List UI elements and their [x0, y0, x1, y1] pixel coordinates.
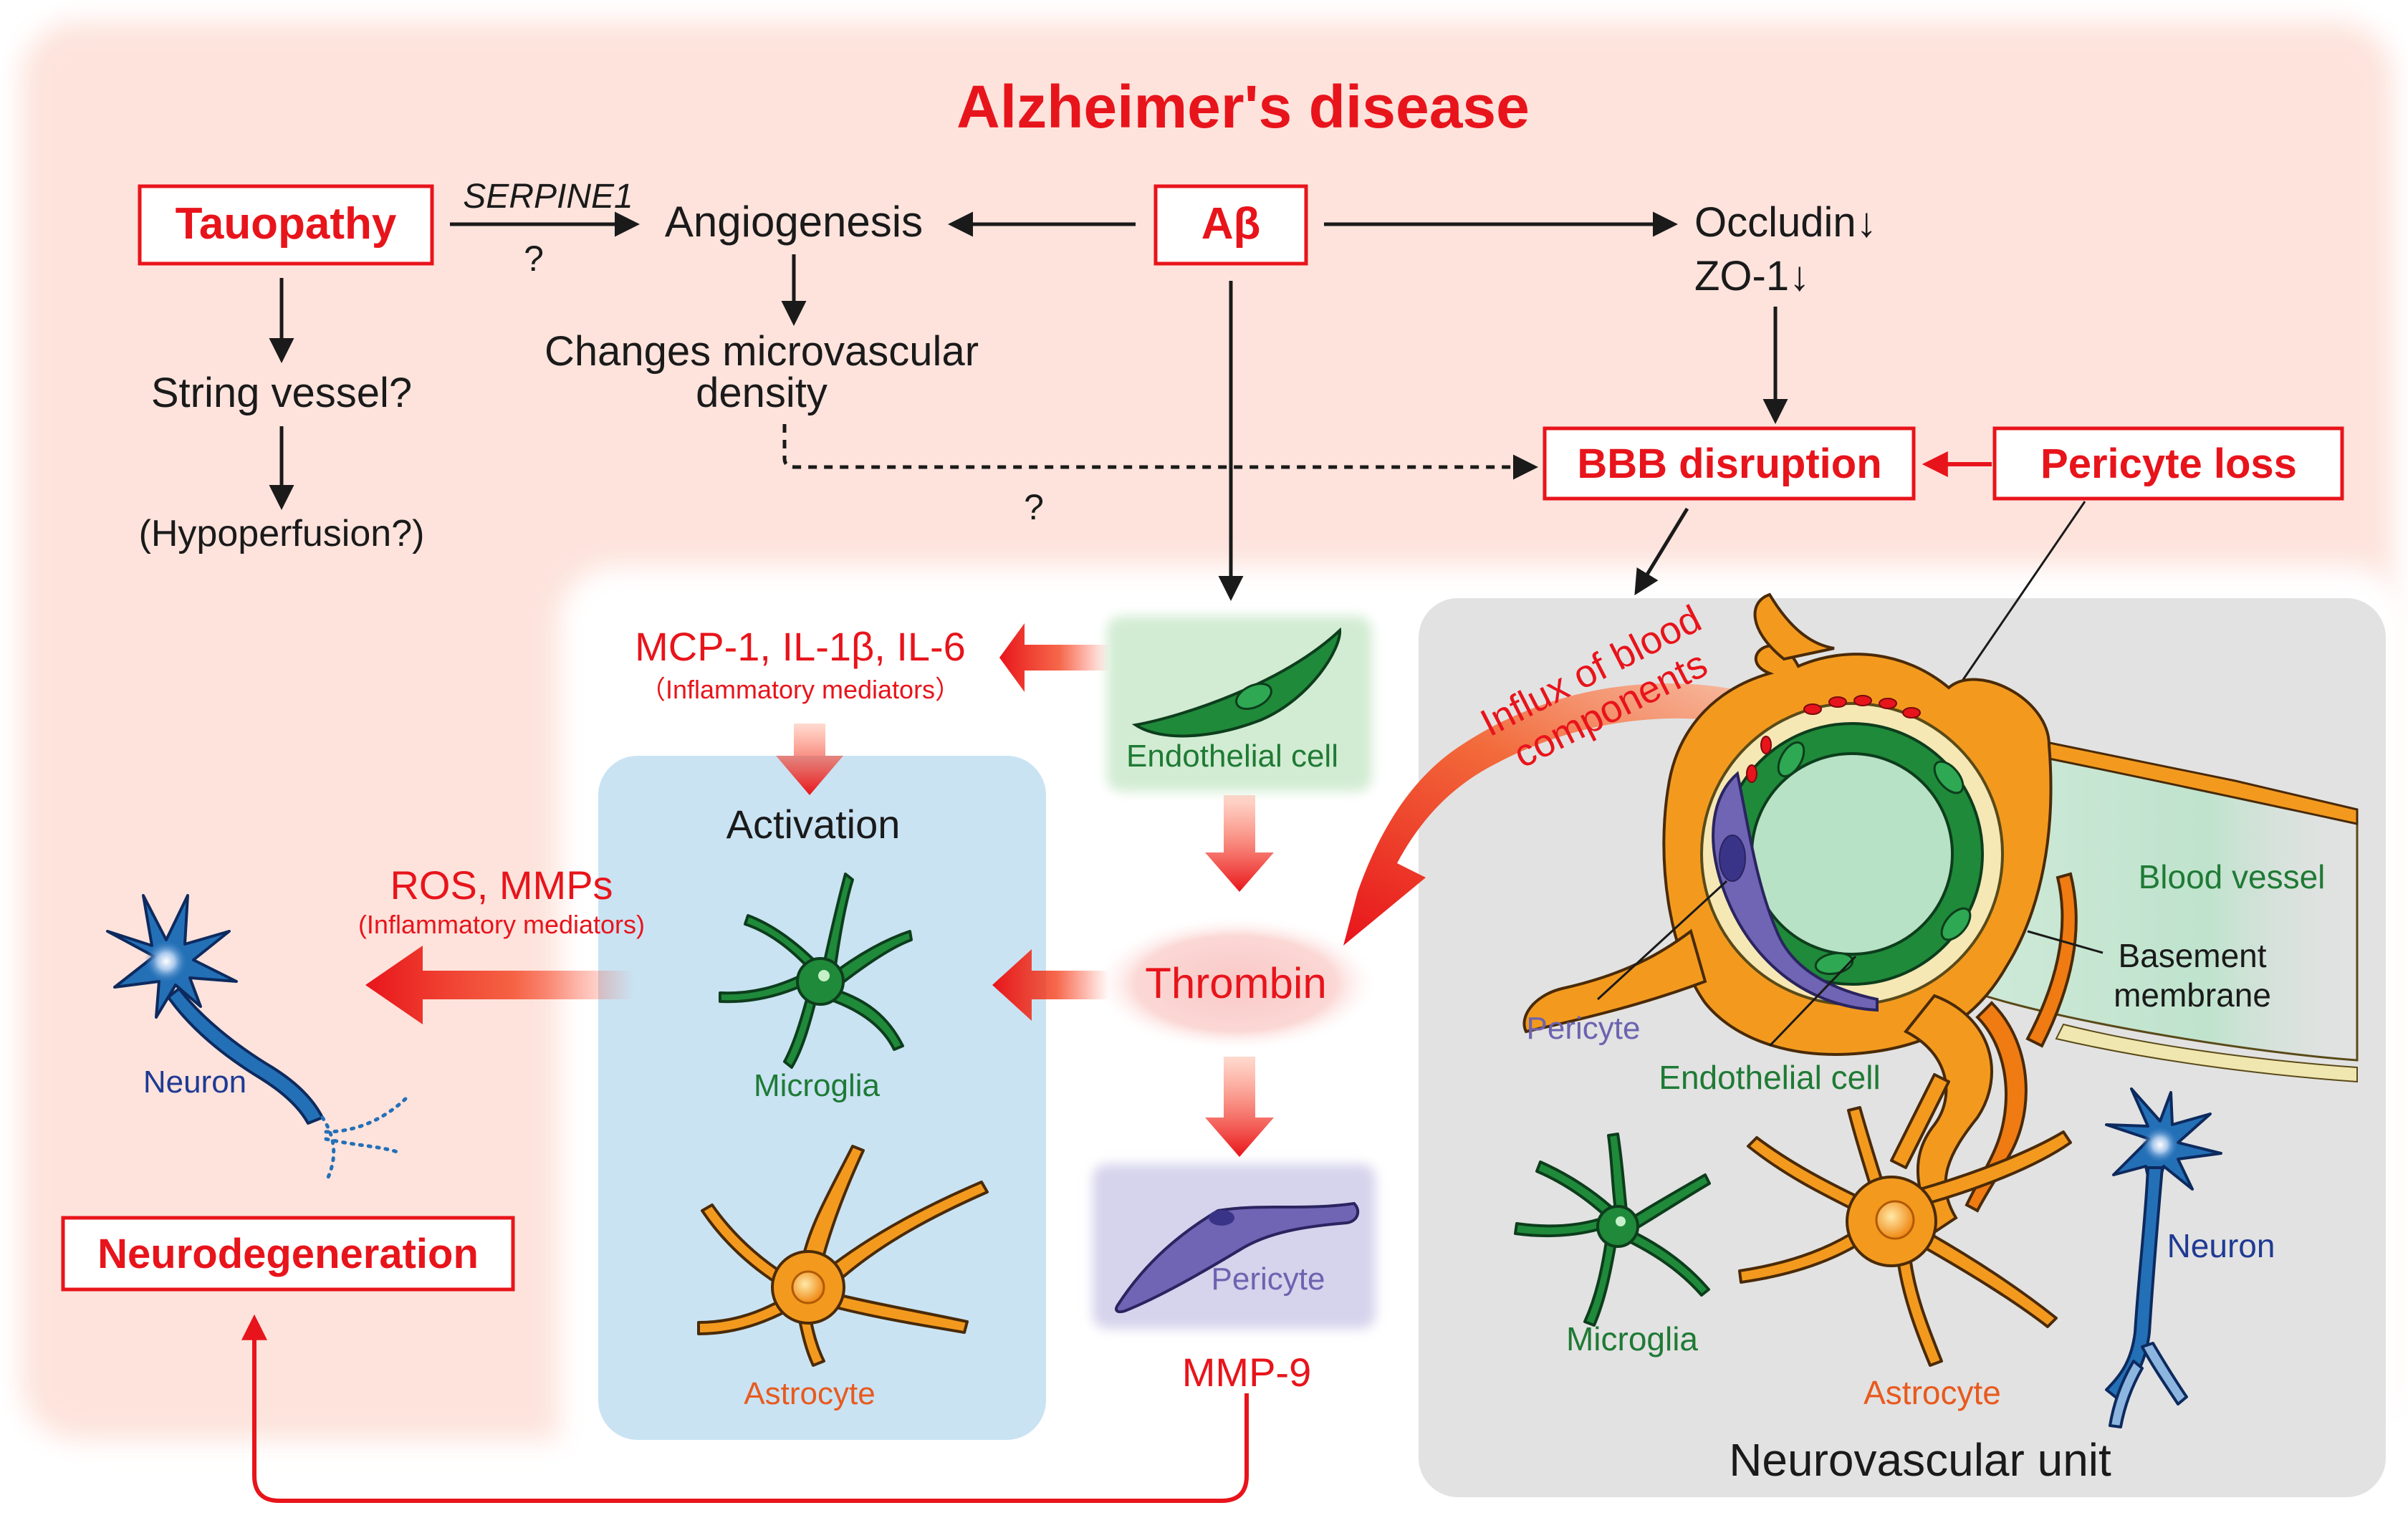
bbb-box — [1543, 426, 1916, 501]
mcp-label: MCP-1, IL-1β, IL-6 — [635, 624, 966, 669]
activation-label: Activation — [726, 802, 901, 847]
pericyte-mid-label: Pericyte — [1212, 1262, 1325, 1297]
arrow-endo-mcp — [999, 623, 1109, 692]
bbb-label: BBB disruption — [1577, 441, 1881, 487]
neuron-left-axon — [320, 1094, 411, 1184]
neuron-left-label: Neuron — [143, 1065, 246, 1100]
arrow-endo-thrombin — [1205, 795, 1274, 892]
microglia-mid-icon — [719, 873, 913, 1069]
nvu-blood-vessel-label: Blood vessel — [2139, 858, 2326, 895]
neuron-nvu-icon — [2105, 1087, 2222, 1428]
ros-label: ROS, MMPs — [390, 862, 613, 908]
page-title: Alzheimer's disease — [956, 73, 1530, 140]
nvu-title: Neurovascular unit — [1729, 1434, 2111, 1486]
neuron-left-icon — [106, 894, 324, 1125]
abeta-box — [1153, 184, 1308, 266]
tauopathy-label: Tauopathy — [176, 199, 397, 249]
arrow-mcp-activation — [776, 724, 843, 795]
nvu-basement-pointer — [2027, 930, 2104, 954]
inflam1-label: （Inflammatory mediators） — [640, 675, 961, 704]
pericyte-loss-box — [1992, 426, 2344, 501]
arrow-changes-bbb-dashed — [782, 424, 1538, 480]
thrombin-glow — [1093, 916, 1379, 1052]
abeta-label: Aβ — [1201, 199, 1261, 249]
changes-label-2: density — [696, 370, 828, 416]
q1-label: ? — [524, 239, 544, 279]
arrow-thrombin-microglia — [992, 949, 1109, 1021]
neurodegeneration-box — [61, 1216, 515, 1292]
endothelial-mid-label: Endothelial cell — [1126, 739, 1338, 774]
pericyte-loss-label: Pericyte loss — [2040, 441, 2297, 487]
astrocyte-mid-label: Astrocyte — [744, 1376, 875, 1411]
string-vessel-label: String vessel? — [151, 370, 412, 416]
tauopathy-box — [138, 184, 434, 266]
zo1-label: ZO-1↓ — [1694, 253, 1810, 299]
astrocyte-nvu-icon — [1738, 1073, 2072, 1367]
neurodegeneration-label: Neurodegeneration — [97, 1231, 479, 1277]
occludin-label: Occludin↓ — [1694, 199, 1877, 246]
microglia-mid-label: Microglia — [754, 1068, 881, 1103]
nvu-astrocyte-label: Astrocyte — [1863, 1374, 2001, 1411]
endothelial-cell-mid-icon — [1131, 627, 1342, 738]
angiogenesis-label: Angiogenesis — [665, 198, 923, 246]
nvu-microglia-label: Microglia — [1566, 1320, 1698, 1358]
arrow-influx — [1343, 683, 1902, 946]
hypoperfusion-label: (Hypoperfusion?) — [139, 513, 425, 554]
changes-label-1: Changes microvascular — [545, 328, 979, 375]
arrow-bbb-influx — [1634, 507, 1689, 595]
thrombin-label: Thrombin — [1145, 959, 1326, 1007]
arrow-thrombin-pericyte — [1205, 1057, 1274, 1157]
serpine1-label: SERPINE1 — [463, 178, 633, 216]
microglia-nvu-icon — [1514, 1133, 1711, 1327]
arrow-mmp9-neurodegeneration — [241, 1314, 1249, 1503]
nvu-basement-label-1: Basement — [2118, 937, 2266, 974]
blue-panel — [598, 756, 1046, 1440]
nvu-endothelial-pointer — [1768, 955, 1857, 1047]
nvu-neuron-label: Neuron — [2167, 1227, 2275, 1264]
q2-label: ? — [1024, 487, 1044, 527]
pericyte-mid-icon — [1115, 1201, 1360, 1314]
nvu-basement-label-2: membrane — [2114, 976, 2271, 1014]
astrocyte-mid-icon — [697, 1145, 989, 1367]
arrow-microglia-neuron — [365, 946, 634, 1024]
nvu-pericyte-pointer — [1596, 880, 1728, 1001]
nvu-endothelial-label: Endothelial cell — [1659, 1059, 1880, 1096]
mmp9-label: MMP-9 — [1182, 1350, 1311, 1395]
nvu-pericyte-label: Pericyte — [1527, 1011, 1641, 1046]
nvu-illustration — [1522, 592, 2359, 1235]
inflam2-label: (Inflammatory mediators) — [358, 910, 645, 939]
